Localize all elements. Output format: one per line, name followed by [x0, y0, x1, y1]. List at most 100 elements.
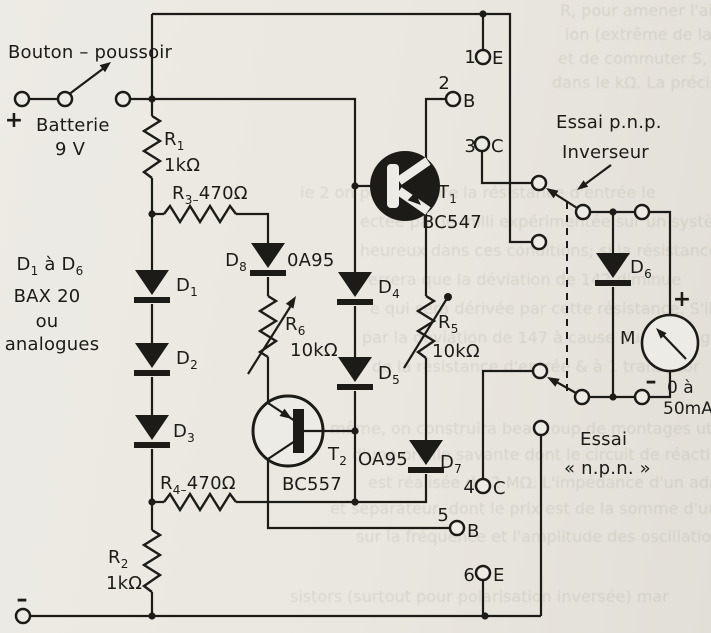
meter-label: M: [620, 328, 636, 349]
transistor-t2-label: T2: [327, 444, 347, 468]
inverter-upper-throw-bottom: [530, 233, 548, 251]
transistor-t2-part-label: BC557: [282, 474, 342, 495]
potentiometer-r6-symbol: [257, 294, 279, 359]
diode-d2-label: D2: [176, 348, 198, 372]
meter-symbol: [640, 313, 700, 373]
diode-d2: [134, 343, 170, 376]
inverter-lower-pole: [573, 388, 591, 406]
bleed-through-line: e qui sera dérivée par cette résistance.…: [370, 299, 711, 318]
potentiometer-r5-value: 10kΩ: [432, 341, 480, 362]
meter-minus-sign: –: [646, 369, 657, 394]
diode-d3: [134, 415, 170, 448]
diode-d8-part-label: 0A95: [287, 250, 334, 271]
svg-text:E: E: [492, 48, 504, 69]
inverter-upper-pole: [574, 203, 592, 221]
transistor-t1-part-label: BC547: [422, 212, 482, 233]
svg-text:E: E: [493, 565, 505, 586]
diode-d5: [337, 357, 373, 390]
resistor-r1-value: 1kΩ: [164, 155, 200, 176]
diode-d1: [134, 270, 170, 303]
svg-text:B: B: [463, 91, 476, 112]
bleed-through-line: et séparateur, dont le prix est de la so…: [330, 499, 711, 518]
meter-plus-sign: +: [673, 287, 691, 312]
bleed-through-line: R, pour amener l'aiguille de kΩ (ou mA) …: [560, 1, 711, 20]
svg-text:4: 4: [463, 477, 475, 498]
svg-text:C: C: [493, 478, 506, 499]
potentiometer-r5-symbol: [415, 294, 437, 359]
resistor-r2-label: R2: [108, 547, 129, 571]
diode-d1-label: D1: [176, 275, 198, 299]
battery-minus-sign: –: [17, 587, 28, 612]
t1-emitter-arrow-icon: [407, 192, 421, 205]
resistor-r2-symbol: [141, 528, 163, 593]
bleed-through-line: par la déviation de 147 à cause du shunt…: [362, 328, 711, 347]
diode-d4-label: D4: [378, 277, 400, 301]
socket-terminal-5b: [448, 519, 466, 537]
svg-text:B: B: [467, 521, 480, 542]
battery-plus-sign: +: [5, 108, 23, 133]
inverseur-pointer-arrow-icon: [577, 164, 612, 190]
junction-dots: [148, 10, 617, 620]
svg-text:1: 1: [464, 47, 476, 68]
diode-d8: [250, 243, 286, 276]
socket-terminal-3c: [473, 135, 491, 153]
socket-terminal-4c: [474, 477, 492, 495]
meter-needle-icon: [656, 328, 667, 339]
potentiometer-r5-wiper: [403, 293, 452, 369]
push-button-contact-right: [114, 90, 132, 108]
svg-text:ou: ou: [36, 311, 59, 332]
resistor-r1-symbol: [141, 114, 163, 179]
battery-plus-terminal: [13, 90, 31, 108]
svg-text:C: C: [491, 136, 504, 157]
battery-minus-terminal: [14, 607, 32, 625]
diode-d3-label: D3: [173, 421, 195, 445]
svg-text:BAX 20: BAX 20: [14, 286, 81, 307]
resistor-r4-symbol: [163, 491, 237, 513]
resistor-r3-label: R3–470Ω: [172, 183, 248, 207]
bleed-through-line: ion (extrême de la lecture. Ainsi une: [565, 25, 711, 44]
resistor-r4-label: R4–470Ω: [160, 473, 236, 497]
push-button-arrow-icon: [99, 62, 111, 73]
diode-d5-label: D5: [378, 363, 400, 387]
socket-terminal-1e: [474, 48, 492, 66]
bleed-through-line: est réalisée de 2 MΩ. L'impédance d'un a…: [368, 473, 711, 492]
essai-npn-label-line2: « n.p.n. »: [564, 458, 651, 479]
svg-text:6: 6: [463, 565, 475, 586]
svg-text:analogues: analogues: [5, 334, 100, 355]
inverter-upper-throw-top: [530, 174, 548, 192]
resistor-r3-symbol: [163, 203, 237, 225]
terminal-labels: 1 E 2 B 3 C 4 C 5 B 6 E: [437, 47, 505, 586]
diode-d6-label: D6: [630, 257, 652, 281]
svg-text:2: 2: [438, 73, 450, 94]
diode-d7-label: D7: [440, 452, 462, 476]
inverter-lower-throw-top: [531, 362, 549, 380]
battery-voltage-label: 9 V: [55, 139, 86, 160]
potentiometer-r6-label: R6: [285, 314, 306, 338]
bleed-through-line: d'une oreille savante dont le circuit de…: [352, 445, 711, 464]
push-button-label: Bouton – poussoir: [8, 42, 173, 63]
bleed-through-line: ectée par le milli expérimentée sur un s…: [360, 212, 711, 231]
circuit-wires: [29, 12, 672, 618]
push-button: [67, 62, 111, 96]
socket-terminal-6e: [474, 564, 492, 582]
battery-name-label: Batterie: [36, 115, 110, 136]
meter-post-minus: [633, 388, 651, 406]
svg-text:3: 3: [464, 136, 476, 157]
diode-d7-part-label: OA95: [358, 449, 408, 470]
meter-range-line1: 0 à: [667, 378, 694, 398]
resistor-r1-label: R1: [164, 129, 185, 153]
transistor-t1-label: T1: [437, 182, 457, 206]
push-button-contact-left: [56, 90, 74, 108]
svg-text:5: 5: [437, 505, 449, 526]
bleed-through-line: même, on construira beaucoup de montages…: [330, 419, 711, 438]
svg-text:D1 à D6: D1 à D6: [17, 254, 84, 278]
inverter-lower-throw-bottom: [532, 419, 550, 437]
diode-group-note: D1 à D6 BAX 20 ou analogues: [5, 254, 100, 355]
bleed-through-line: sistors (surtout pour polarisation inver…: [290, 587, 669, 606]
bleed-through-text: R, pour amener l'aiguille de kΩ (ou mA) …: [290, 1, 711, 606]
potentiometer-r5-label: R5: [438, 312, 459, 336]
meter-post-plus: [633, 203, 651, 221]
potentiometer-r6-value: 10kΩ: [290, 340, 338, 361]
